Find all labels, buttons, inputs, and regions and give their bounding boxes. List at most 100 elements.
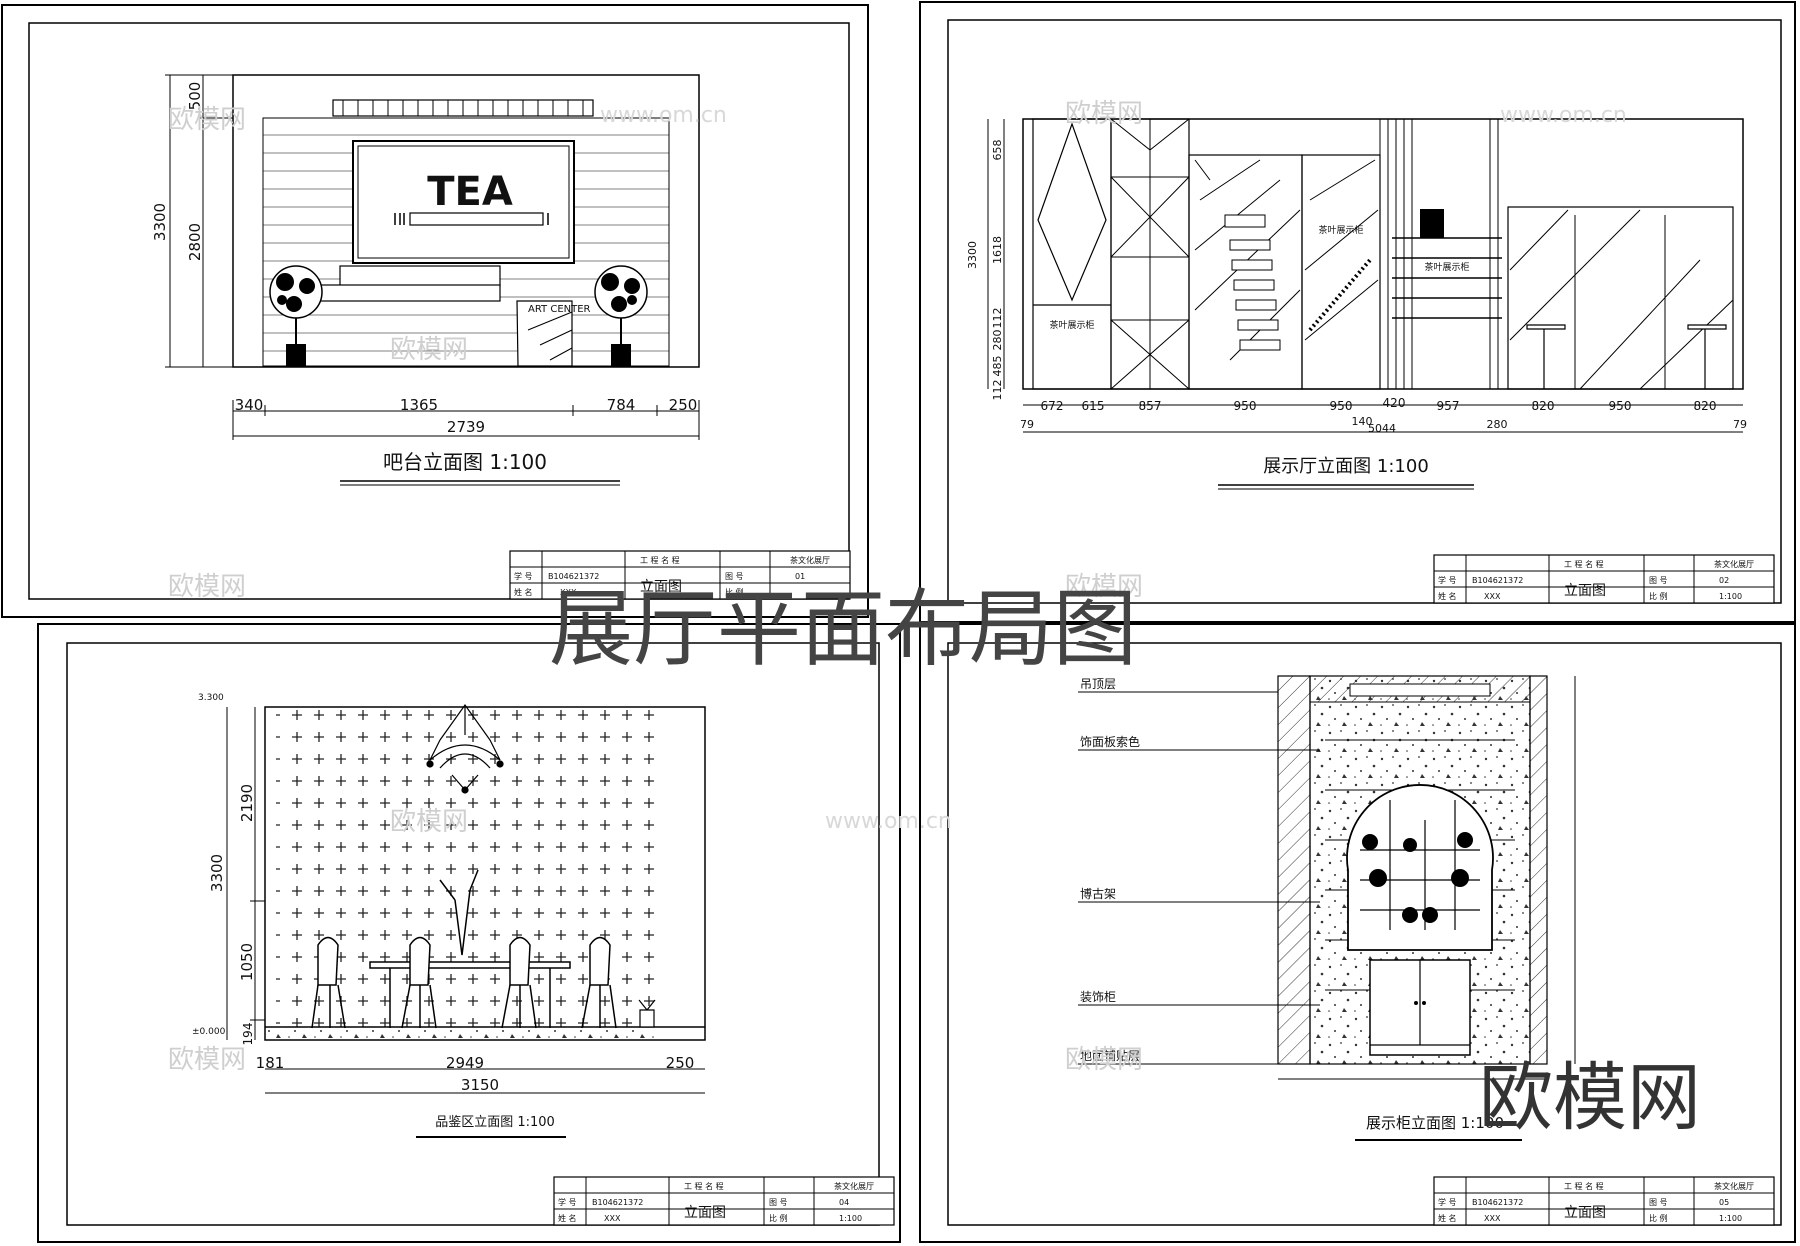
tb-drawing-no: 01 [795, 572, 805, 581]
watermark-cn: 欧模网 [390, 335, 468, 365]
sheet-showroom-elevation: 茶叶展示柜 茶叶展示柜 茶叶展示柜 658 1618 112 280 485 1… [919, 1, 1796, 623]
dim-h2-140: 140 [1352, 415, 1373, 428]
dim-h-250-3: 250 [666, 1054, 695, 1072]
watermark-cn: 欧模网 [168, 572, 246, 602]
watermark-cn: 欧模网 [1065, 99, 1143, 129]
tb-label-drawing-no: 图 号 [1649, 1198, 1668, 1207]
dim-total: 2739 [447, 418, 485, 436]
tb-project-name: 茶文化展厅 [1714, 559, 1754, 569]
tb-scale: 1:100 [1719, 1214, 1742, 1223]
dining-set-icon [311, 869, 617, 1029]
tb-label-student-no: 学 号 [558, 1197, 577, 1207]
cabinet-label-1: 茶叶展示柜 [1049, 319, 1094, 331]
level-bottom: ±0.000 [192, 1027, 226, 1037]
dim-v-total: 3300 [151, 203, 169, 241]
watermark-url: www.om.cn [600, 103, 727, 128]
tb-label-scale: 比 例 [769, 1213, 788, 1223]
tb-name: XXX [560, 588, 577, 597]
dim-v-280: 280 [991, 330, 1004, 351]
horizontal-dimensions [232, 400, 700, 440]
chandelier-icon [426, 703, 504, 794]
annotation-ceiling: 吊顶层 [1080, 677, 1116, 691]
tb-label-project: 工 程 名 程 [1564, 1181, 1604, 1191]
dim-h-615: 615 [1082, 399, 1105, 413]
dim-h-820b: 820 [1694, 399, 1717, 413]
dim-h-784: 784 [607, 396, 636, 414]
tea-sign-text: TEA [427, 169, 513, 215]
tb-name: XXX [1484, 1214, 1501, 1223]
dim-v-1050: 1050 [238, 943, 256, 981]
dim-h-820a: 820 [1532, 399, 1555, 413]
watermarks: 欧模网 www.om.cn 欧模网 欧模网 www.om.cn 欧模网 欧模网 … [168, 99, 1627, 1075]
level-top: 3.300 [198, 693, 224, 703]
plant-left-icon [269, 265, 323, 366]
tb-label-student-no: 学 号 [1438, 1197, 1457, 1207]
dim-v-1618: 1618 [991, 236, 1004, 264]
tb-label-drawing-no: 图 号 [1649, 576, 1668, 585]
tb-name: XXX [604, 1214, 621, 1223]
sheet-tasting-area-elevation: 3.300 ±0.000 3300 2190 1050 194 181 2949… [37, 623, 901, 1243]
dim-v-total-2: 3300 [966, 241, 979, 269]
plant-right-icon [594, 265, 648, 366]
tb-drawing-no: 05 [1719, 1198, 1729, 1207]
dim-h-672: 672 [1041, 399, 1064, 413]
title-block-frame [1433, 1176, 1775, 1226]
watermark-cn: 欧模网 [168, 1045, 246, 1075]
tb-scale: 1:100 [1719, 592, 1742, 601]
watermark-cn: 欧模网 [1065, 1045, 1143, 1075]
watermark-url: www.om.cn [1500, 103, 1627, 128]
dim-h2-79a: 79 [1020, 418, 1034, 431]
tb-label-name: 姓 名 [1438, 1213, 1457, 1223]
tb-project-name: 茶文化展厅 [1714, 1181, 1754, 1191]
dim-h-1365: 1365 [400, 396, 438, 414]
tb-project-name: 茶文化展厅 [790, 555, 830, 565]
tb-drawing-name: 立面图 [1564, 583, 1606, 599]
annotation-veneer: 饰面板索色 [1080, 735, 1140, 749]
tb-drawing-no: 02 [1719, 576, 1729, 585]
tb-label-scale: 比 例 [1649, 1213, 1668, 1223]
tb-drawing-no: 04 [839, 1198, 849, 1207]
watermark-url: www.om.cn [825, 809, 952, 834]
tb-scale: 1:100 [839, 1214, 862, 1223]
caption-cabinet-elevation: 展示柜立面图 1:100 [1366, 1114, 1504, 1132]
cabinet-label-3: 茶叶展示柜 [1424, 261, 1469, 273]
dim-h-957: 957 [1437, 399, 1460, 413]
dim-h-250: 250 [669, 396, 698, 414]
tb-label-drawing-no: 图 号 [725, 572, 744, 581]
dim-v-112a: 112 [991, 308, 1004, 329]
annotation-curio-shelf: 博古架 [1080, 886, 1116, 901]
dim-v-112b: 112 [991, 380, 1004, 401]
dim-h-2949: 2949 [446, 1054, 484, 1072]
annotation-leaders [1078, 691, 1320, 1065]
tb-label-scale: 比 例 [1649, 591, 1668, 601]
art-center-text: ART CENTER [528, 304, 591, 315]
tb-label-scale: 比 例 [725, 587, 744, 597]
tb-student-no: B104621372 [592, 1198, 643, 1207]
tb-name: XXX [1484, 592, 1501, 601]
tb-student-no: B104621372 [1472, 1198, 1523, 1207]
dim-v-485: 485 [991, 356, 1004, 377]
tb-label-project: 工 程 名 程 [1564, 559, 1604, 569]
title-block-frame [509, 550, 851, 600]
dim-h-857: 857 [1139, 399, 1162, 413]
dim-h2-79b: 79 [1733, 418, 1747, 431]
watermark-cn: 欧模网 [390, 807, 468, 837]
tb-label-project: 工 程 名 程 [640, 555, 680, 565]
tb-label-name: 姓 名 [514, 587, 533, 597]
title-block-frame [553, 1176, 895, 1226]
caption-tasting-elevation: 品鉴区立面图 1:100 [435, 1115, 555, 1130]
tb-label-drawing-no: 图 号 [769, 1198, 788, 1207]
dim-h-950a: 950 [1234, 399, 1257, 413]
sheet-display-cabinet-elevation: 吊顶层 饰面板索色 博古架 装饰柜 地面铺贴层 展示柜立面图 1:100 [919, 623, 1796, 1243]
dim-v-total-3: 3300 [208, 854, 226, 892]
overlay-main-title: 展厅平面布局图 [549, 580, 1137, 678]
title-block-frame [1433, 554, 1775, 604]
corner-logo: 欧模网 [1479, 1055, 1701, 1141]
tb-drawing-name: 立面图 [684, 1205, 726, 1221]
dim-v-194: 194 [241, 1023, 255, 1046]
watermark-cn: 欧模网 [168, 105, 246, 135]
tb-label-project: 工 程 名 程 [684, 1181, 724, 1191]
